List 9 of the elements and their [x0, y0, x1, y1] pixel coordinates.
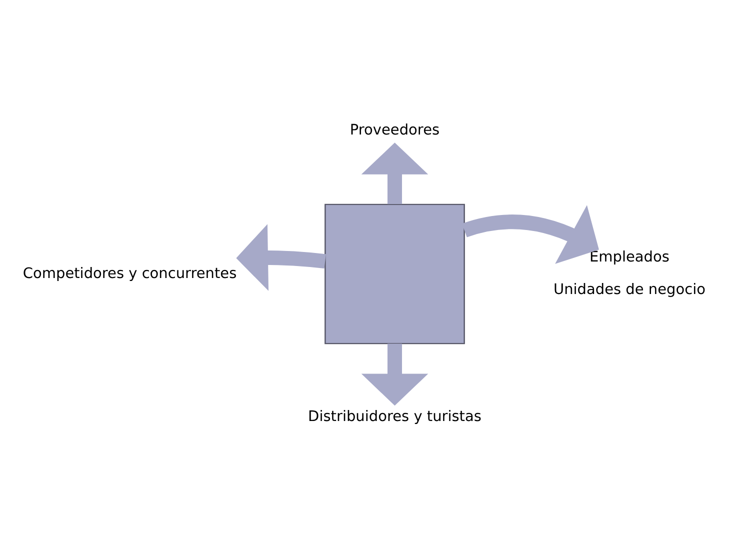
- node-text: Empleados Unidades de negocio: [553, 248, 706, 298]
- node-box: [324, 203, 465, 344]
- arrow: [361, 142, 428, 204]
- arrow: [236, 224, 326, 290]
- arrow: [361, 343, 428, 406]
- node-text: Distribuidores y turistas: [308, 408, 482, 425]
- arrow: [462, 204, 599, 264]
- node-text: Competidores y concurrentes: [22, 265, 237, 282]
- node-text: Proveedores: [350, 122, 440, 138]
